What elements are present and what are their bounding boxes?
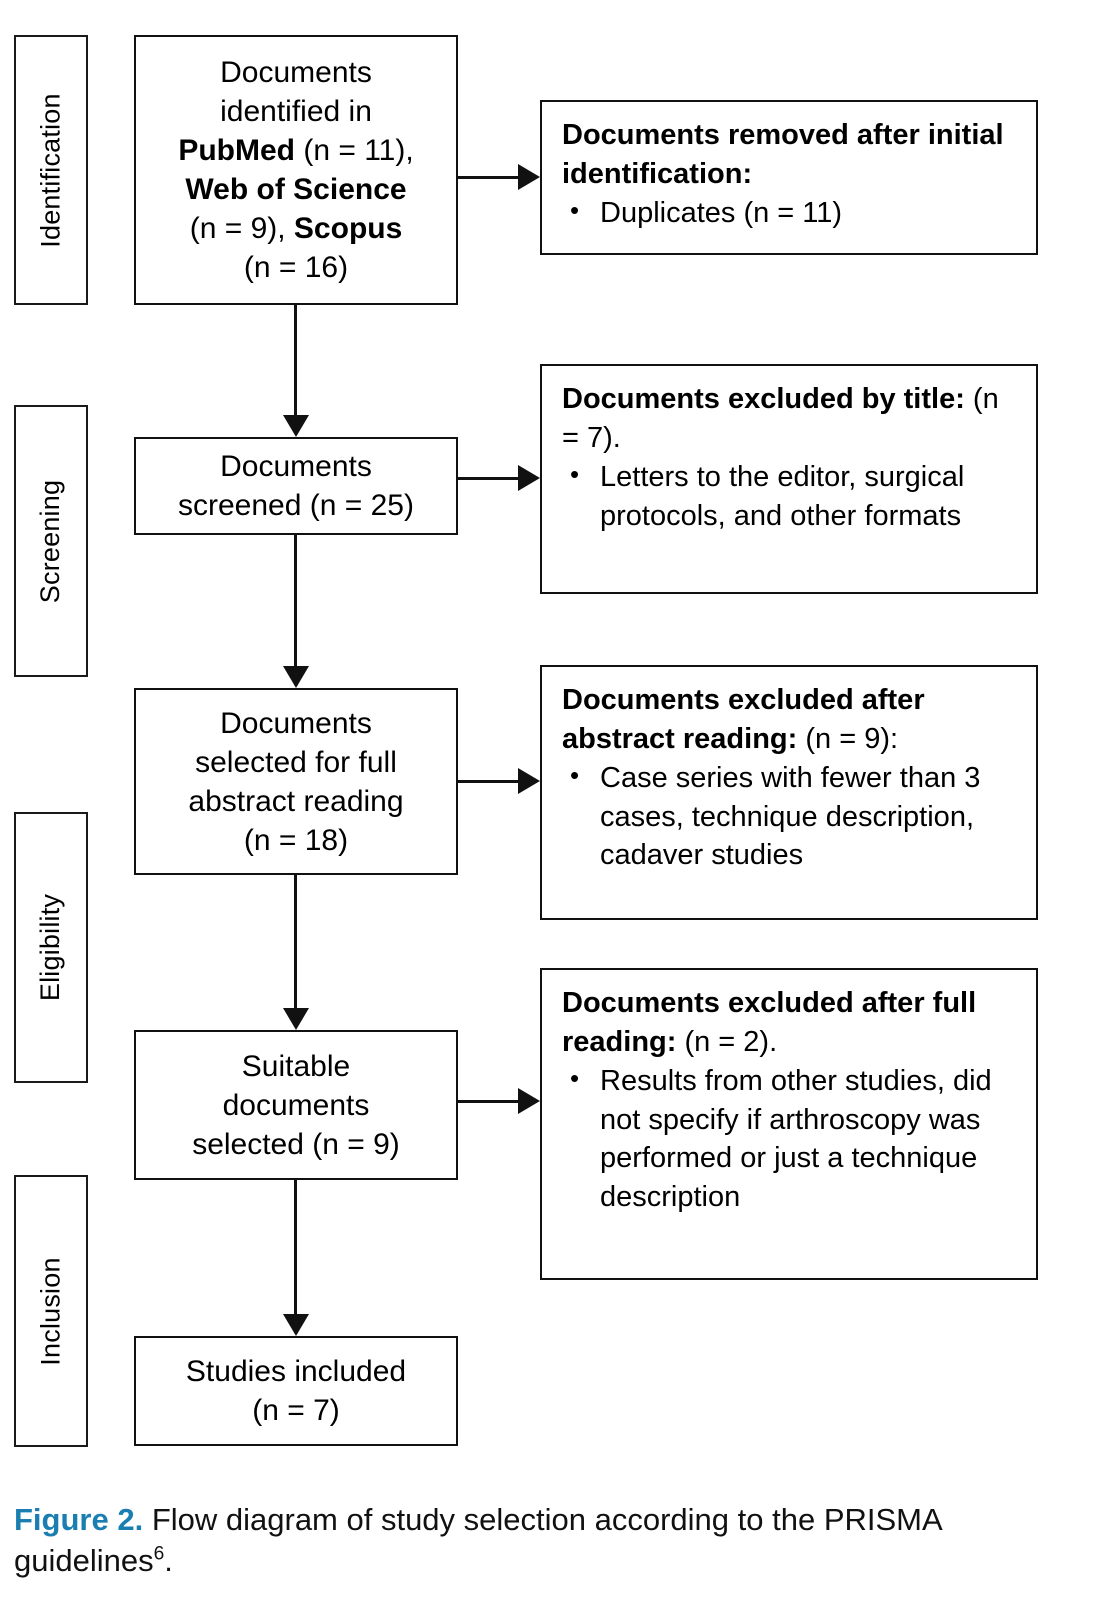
exclusion-list-0: Duplicates (n = 11) bbox=[562, 193, 1020, 233]
exclusion-heading-bold-0: Documents removed after initial identifi… bbox=[562, 119, 1004, 190]
stage-label-screening: Screening bbox=[35, 479, 66, 603]
box-excluded-after-abstract-reading: Documents excluded after abstract readin… bbox=[540, 665, 1038, 920]
connector-suitable-to-included-line bbox=[294, 1180, 297, 1316]
connector-screened-to-abstract-line bbox=[294, 535, 297, 668]
exclusion-heading-normal-3: (n = 2). bbox=[676, 1025, 778, 1058]
box-selected-for-abstract-reading-text: Documents selected for full abstract rea… bbox=[178, 704, 413, 860]
box-suitable-documents-selected: Suitable documents selected (n = 9) bbox=[134, 1030, 458, 1180]
figure-caption-tail: . bbox=[164, 1542, 173, 1578]
identified-source-pubmed: PubMed bbox=[178, 134, 295, 167]
identified-source-wos: Web of Science bbox=[185, 173, 407, 206]
box-documents-screened-text: Documents screened (n = 25) bbox=[168, 447, 424, 525]
stage-box-eligibility: Eligibility bbox=[14, 812, 88, 1083]
box-excluded-after-full-reading-inner: Documents excluded after full reading: (… bbox=[542, 970, 1036, 1226]
connector-abstract-to-suitable-line bbox=[294, 875, 297, 1010]
figure-caption-text: Flow diagram of study selection accordin… bbox=[14, 1502, 941, 1578]
box-documents-identified: Documents identified in PubMed (n = 11),… bbox=[134, 35, 458, 305]
included-line2: (n = 7) bbox=[252, 1394, 340, 1427]
box-studies-included: Studies included (n = 7) bbox=[134, 1336, 458, 1446]
stage-box-identification: Identification bbox=[14, 35, 88, 305]
exclusion-heading-normal-1: (n = 7). bbox=[562, 383, 999, 454]
connector-screened-to-abstract-arrow bbox=[283, 666, 309, 688]
connector-suitable-to-excluded-full-line bbox=[458, 1100, 524, 1103]
figure-caption-superscript: 6 bbox=[153, 1543, 165, 1565]
connector-identified-to-removed-arrow bbox=[518, 164, 540, 190]
connector-identified-to-screened-line bbox=[294, 305, 297, 417]
stage-label-eligibility: Eligibility bbox=[35, 893, 66, 1002]
abstract-selected-line4: (n = 18) bbox=[243, 823, 349, 857]
connector-abstract-to-suitable-arrow bbox=[283, 1008, 309, 1030]
connector-abstract-to-excluded-abstract-arrow bbox=[518, 768, 540, 794]
connector-abstract-to-excluded-abstract-line bbox=[458, 780, 524, 783]
identified-line1: Documents bbox=[220, 56, 372, 89]
identified-scopus-count: (n = 16) bbox=[243, 251, 349, 284]
suitable-line1: Suitable bbox=[241, 1049, 351, 1083]
connector-screened-to-excluded-title-line bbox=[458, 477, 524, 480]
exclusion-heading-bold-2: Documents excluded after abstract readin… bbox=[562, 684, 925, 755]
suitable-line2: documents bbox=[222, 1088, 370, 1122]
connector-screened-to-excluded-title-arrow bbox=[518, 465, 540, 491]
exclusion-heading-bold-3: Documents excluded after full reading: bbox=[562, 987, 977, 1058]
identified-source-scopus: Scopus bbox=[293, 212, 403, 245]
exclusion-list-item: Case series with fewer than 3 cases, tec… bbox=[562, 758, 1020, 875]
box-excluded-after-abstract-reading-inner: Documents excluded after abstract readin… bbox=[542, 667, 1036, 885]
exclusion-list-3: Results from other studies, did not spec… bbox=[562, 1061, 1020, 1216]
exclusion-heading-0: Documents removed after initial identifi… bbox=[562, 116, 1020, 193]
box-suitable-documents-selected-text: Suitable documents selected (n = 9) bbox=[182, 1047, 410, 1164]
exclusion-list-item: Letters to the editor, surgical protocol… bbox=[562, 457, 1020, 535]
box-documents-screened: Documents screened (n = 25) bbox=[134, 437, 458, 535]
box-excluded-by-title: Documents excluded by title: (n = 7). Le… bbox=[540, 364, 1038, 594]
abstract-selected-line2: selected for full bbox=[195, 745, 397, 779]
stage-box-screening: Screening bbox=[14, 405, 88, 677]
exclusion-list-item: Results from other studies, did not spec… bbox=[562, 1061, 1020, 1216]
exclusion-heading-normal-2: (n = 9): bbox=[797, 722, 899, 755]
connector-identified-to-screened-arrow bbox=[283, 415, 309, 437]
stage-label-identification: Identification bbox=[35, 92, 66, 248]
screened-line2: screened (n = 25) bbox=[178, 489, 414, 522]
box-documents-identified-text: Documents identified in PubMed (n = 11),… bbox=[168, 53, 423, 287]
figure-caption: Figure 2. Flow diagram of study selectio… bbox=[14, 1500, 1074, 1582]
abstract-selected-line1: Documents bbox=[220, 706, 372, 740]
identified-wos-count: (n = 9), bbox=[189, 212, 294, 245]
exclusion-heading-bold-1: Documents excluded by title: bbox=[562, 383, 965, 415]
screened-line1: Documents bbox=[220, 450, 372, 483]
box-selected-for-abstract-reading: Documents selected for full abstract rea… bbox=[134, 688, 458, 875]
figure-caption-label: Figure 2. bbox=[14, 1502, 144, 1537]
box-excluded-by-title-inner: Documents excluded by title: (n = 7). Le… bbox=[542, 366, 1036, 545]
included-line1: Studies included bbox=[185, 1355, 407, 1388]
box-removed-after-initial-identification-inner: Documents removed after initial identifi… bbox=[542, 102, 1036, 243]
identified-pubmed-count: (n = 11), bbox=[295, 134, 414, 167]
exclusion-heading-1: Documents excluded by title: (n = 7). bbox=[562, 380, 1020, 457]
exclusion-list-1: Letters to the editor, surgical protocol… bbox=[562, 457, 1020, 535]
exclusion-list-2: Case series with fewer than 3 cases, tec… bbox=[562, 758, 1020, 875]
connector-suitable-to-excluded-full-arrow bbox=[518, 1088, 540, 1114]
box-removed-after-initial-identification: Documents removed after initial identifi… bbox=[540, 100, 1038, 255]
connector-identified-to-removed-line bbox=[458, 176, 524, 179]
box-excluded-after-full-reading: Documents excluded after full reading: (… bbox=[540, 968, 1038, 1280]
exclusion-list-item: Duplicates (n = 11) bbox=[562, 193, 1020, 233]
stage-box-inclusion: Inclusion bbox=[14, 1175, 88, 1447]
exclusion-heading-2: Documents excluded after abstract readin… bbox=[562, 681, 1020, 758]
abstract-selected-line3: abstract reading bbox=[188, 784, 404, 818]
exclusion-heading-3: Documents excluded after full reading: (… bbox=[562, 984, 1020, 1061]
connector-suitable-to-included-arrow bbox=[283, 1314, 309, 1336]
stage-label-inclusion: Inclusion bbox=[35, 1256, 66, 1366]
identified-line2: identified in bbox=[220, 95, 372, 128]
box-studies-included-text: Studies included (n = 7) bbox=[176, 1352, 416, 1430]
suitable-line3: selected (n = 9) bbox=[192, 1127, 400, 1161]
